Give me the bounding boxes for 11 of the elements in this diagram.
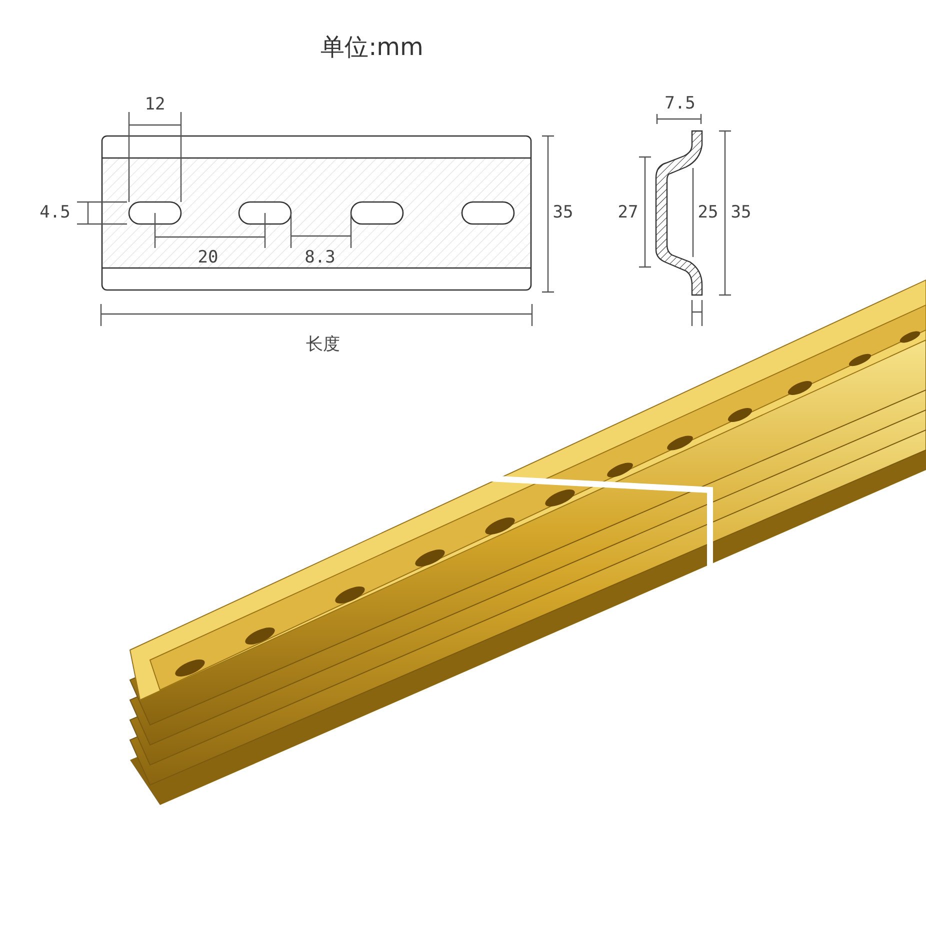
dimension-label: 8.3 [304,250,336,266]
dimension-label: 35 [730,204,752,222]
dimension-label: 长度 [306,336,340,354]
dimension-label: 27 [618,204,638,222]
dimension-label: 7.5 [664,96,696,112]
dimension-label: 20 [198,250,218,266]
dimension-label: 4.5 [40,204,70,222]
dimension-label: 25 [698,204,718,222]
unit-heading: 单位:mm [320,35,424,59]
dimension-label: 12 [144,96,166,114]
dimension-label: 35 [552,204,574,222]
